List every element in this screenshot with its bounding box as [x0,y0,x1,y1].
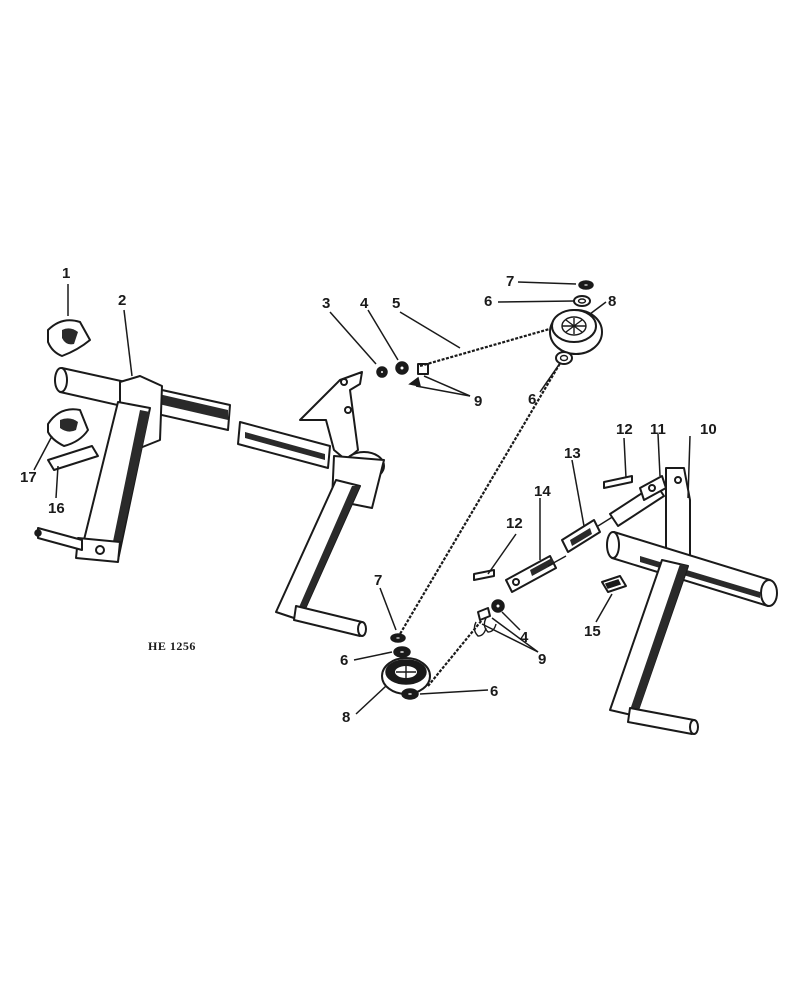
turnbuckle-13 [547,515,615,567]
callout-7: 7 [506,273,514,290]
clevis-link-14 [505,555,557,593]
callout-15: 15 [584,623,601,640]
washer-6-upper-bottom [555,351,573,365]
callout-4: 4 [520,629,529,646]
callout-14: 14 [534,483,551,500]
callout-1: 1 [62,265,70,282]
callout-3: 3 [322,295,330,312]
callout-16: 16 [48,500,65,517]
callout-4: 4 [360,295,369,312]
callout-11: 11 [650,421,666,438]
pulley-upper [549,309,603,355]
pin-12-upper [603,475,633,489]
clamp-half-top [47,319,91,357]
drawing-code: HE 1256 [148,639,196,653]
callout-6: 6 [528,391,536,408]
cable [399,324,563,687]
pin-12-lower [473,569,495,581]
washer-7-upper [578,280,594,290]
right-axle-frame [606,467,778,735]
callout-9: 9 [538,651,546,668]
callout-12: 12 [506,515,523,532]
callout-12: 12 [616,421,633,438]
small-hardware-lower [473,599,505,637]
washer-6-upper-top [573,295,591,307]
callout-6: 6 [340,652,348,669]
washer-6-lower-top [393,646,411,658]
leader-lines [33,281,691,715]
callout-6: 6 [484,293,492,310]
callout-5: 5 [392,295,400,312]
callout-8: 8 [608,293,616,310]
center-axle-frame [275,371,385,637]
washer-6-lower-bottom [401,688,419,700]
callout-9: 9 [474,393,482,410]
callout-13: 13 [564,445,581,462]
callout-2: 2 [118,292,126,309]
callout-6: 6 [490,683,498,700]
pulley-lower [381,657,431,695]
block-15 [601,575,627,593]
callout-8: 8 [342,709,350,726]
small-hardware-upper [376,361,429,387]
clamp-half-bottom [47,408,89,447]
shim-plate [47,445,99,471]
callout-numbers: 1 2 3 4 5 7 6 8 6 9 12 11 10 13 14 12 17… [20,265,717,726]
callout-10: 10 [700,421,717,438]
callout-17: 17 [20,469,37,486]
washer-7-lower [390,633,406,643]
callout-7: 7 [374,572,382,589]
left-axle-frame [34,367,331,563]
